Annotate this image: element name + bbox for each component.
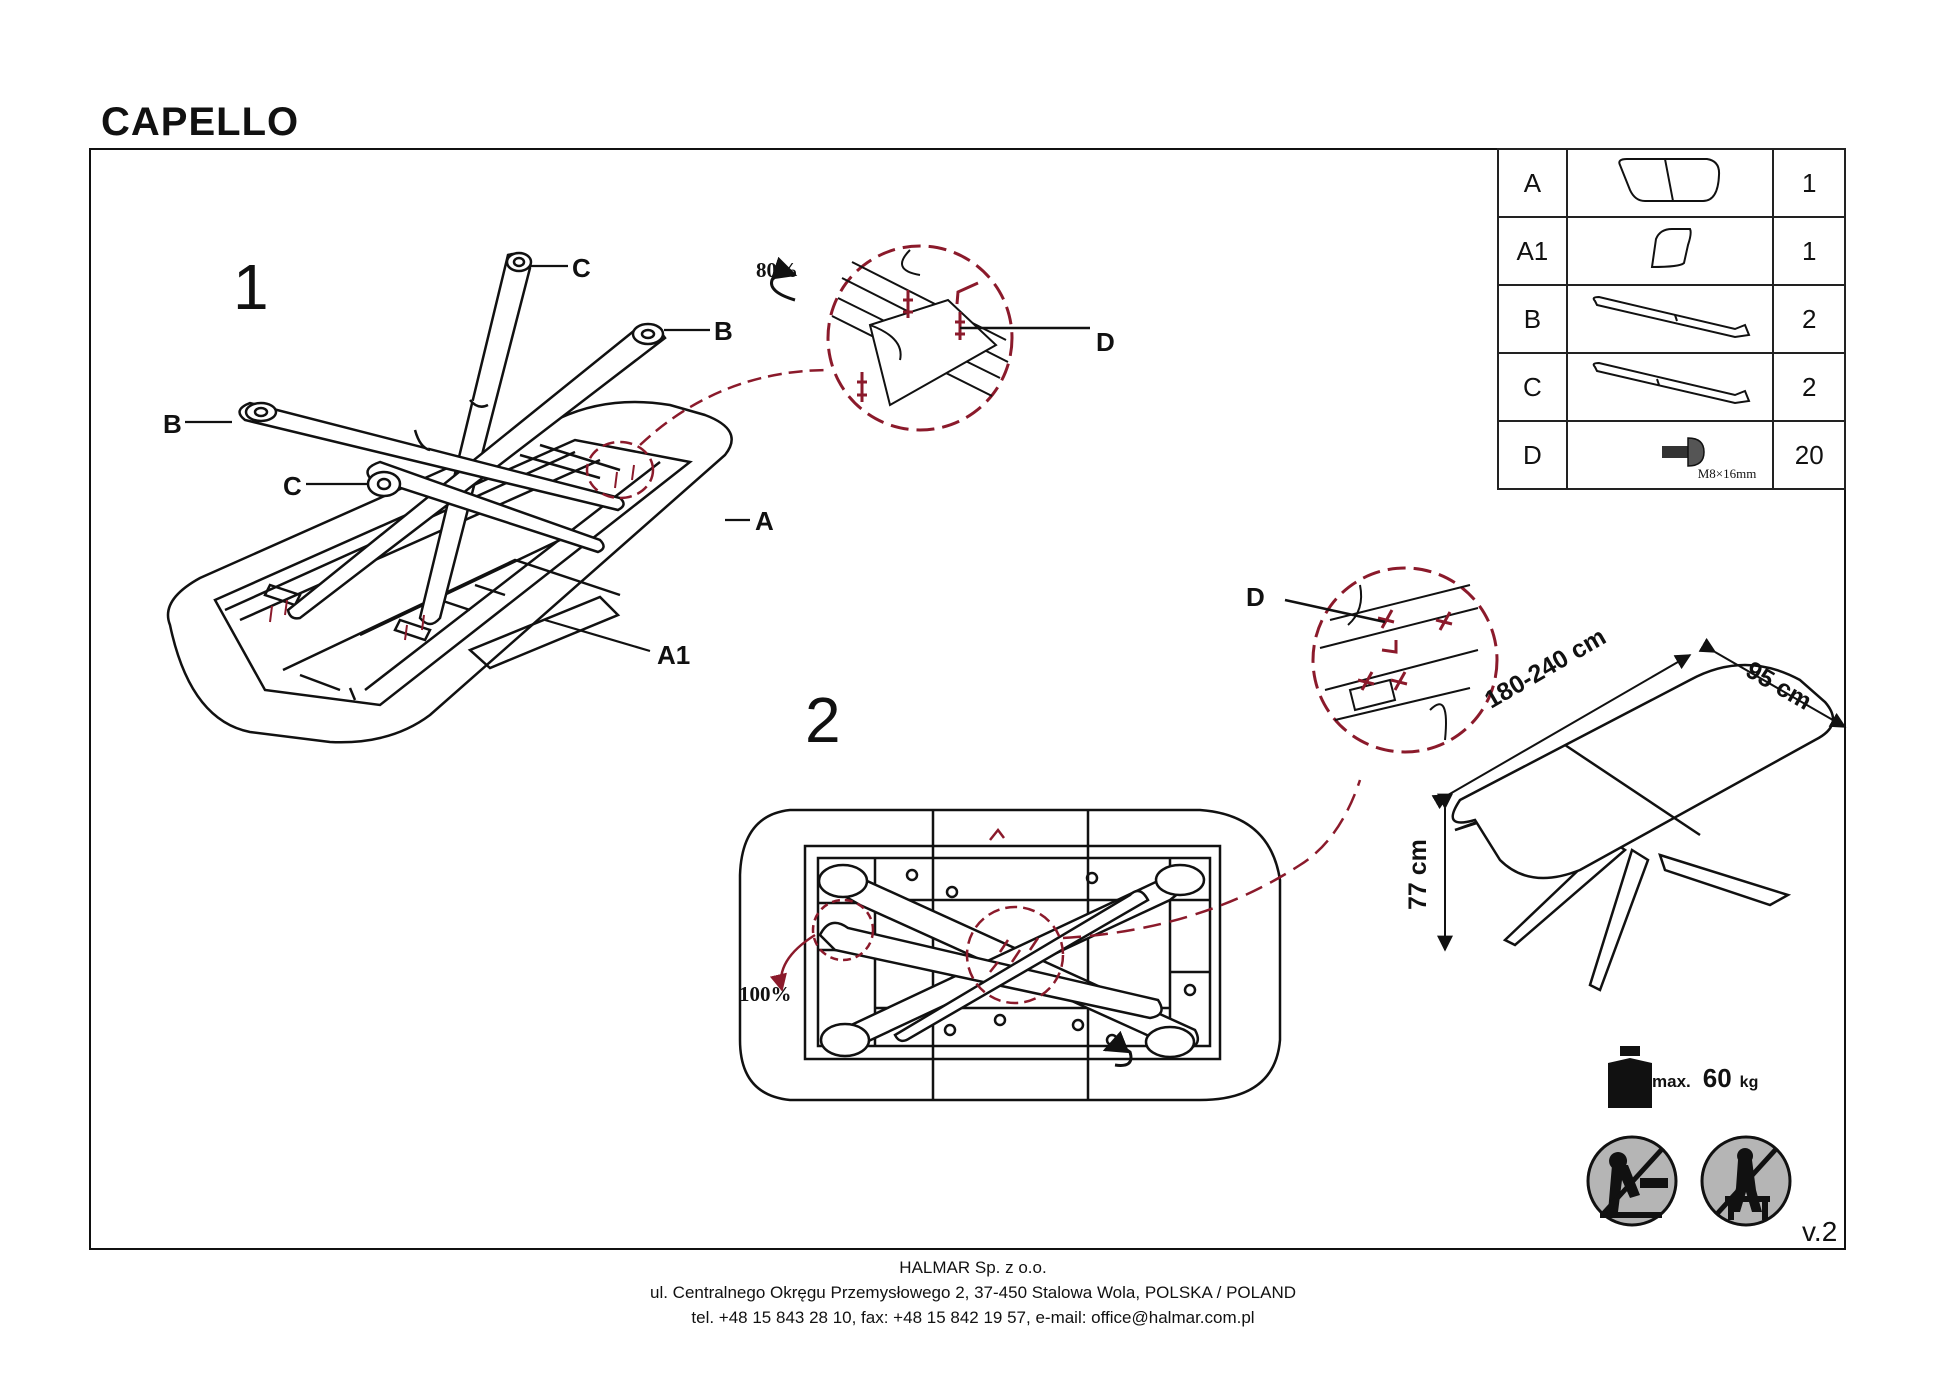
parts-list-table: A 1 A1 1 B 2 C 2 D M8×16mm 20	[1497, 148, 1846, 490]
dimension-table	[1451, 663, 1835, 992]
bolt-icon: M8×16mm	[1565, 420, 1775, 490]
dimension-height: 77 cm	[1404, 839, 1432, 910]
callout-d-step2: D	[1246, 582, 1265, 612]
part-id: D	[1497, 420, 1568, 490]
part-quantity: 1	[1772, 216, 1846, 286]
callout-b-left: B	[163, 409, 182, 439]
footer-address: ul. Centralnego Okręgu Przemysłowego 2, …	[649, 1283, 1296, 1302]
step2-detail-link	[1062, 779, 1362, 940]
parts-row: D M8×16mm 20	[1497, 420, 1846, 490]
step-number-1: 1	[233, 251, 269, 323]
callout-a: A	[755, 506, 774, 536]
max-load-value: 60	[1702, 1063, 1732, 1093]
step1-legs	[238, 251, 667, 626]
bolt-spec: M8×16mm	[1697, 466, 1757, 481]
weight-icon	[1608, 1046, 1652, 1108]
part-id: C	[1497, 352, 1568, 422]
footer-contact: tel. +48 15 843 28 10, fax: +48 15 842 1…	[691, 1308, 1255, 1327]
parts-row: C 2	[1497, 352, 1846, 422]
callout-c-left: C	[283, 471, 302, 501]
part-quantity: 2	[1772, 284, 1846, 354]
step1-detail-target	[585, 440, 655, 500]
rotation-80-percent: 80%	[756, 258, 798, 282]
parts-row: A1 1	[1497, 216, 1846, 286]
page-title: CAPELLO	[101, 100, 300, 144]
part-id: A1	[1497, 216, 1568, 286]
step1-leader-lines	[185, 264, 750, 653]
callout-a1: A1	[657, 640, 691, 670]
step1-detail-link	[639, 368, 831, 446]
part-id: B	[1497, 284, 1568, 354]
part-quantity: 1	[1772, 148, 1846, 218]
max-load: max. 60 kg	[1652, 1063, 1758, 1094]
step1-bolts	[269, 464, 635, 641]
step2-leg-target	[811, 898, 875, 962]
part-quantity: 2	[1772, 352, 1846, 422]
version-label: v.2	[1802, 1216, 1838, 1247]
rotation-100-percent: 100%	[739, 982, 792, 1006]
callout-b-top: B	[714, 316, 733, 346]
no-sitting-warning-icon	[1700, 1135, 1792, 1227]
callout-d-step1: D	[1096, 327, 1115, 357]
rotate-arrow-icon-step1	[770, 256, 798, 302]
rotate-arrow-icon-step2	[1102, 1030, 1133, 1067]
leg-icon	[1565, 284, 1775, 354]
leg-icon	[1565, 352, 1775, 422]
footer-company: HALMAR Sp. z o.o.	[899, 1258, 1047, 1277]
step2-detail-circle	[1284, 566, 1499, 754]
parts-row: B 2	[1497, 284, 1846, 354]
tabletop-icon	[1565, 148, 1775, 218]
no-standing-warning-icon	[1586, 1135, 1678, 1227]
parts-row: A 1	[1497, 148, 1846, 218]
part-id: A	[1497, 148, 1568, 218]
step1-detail-circle	[826, 244, 1090, 432]
max-load-unit: kg	[1739, 1074, 1759, 1091]
step2-legs	[817, 863, 1206, 1059]
step-number-2: 2	[805, 684, 841, 756]
extension-leaf-icon	[1565, 216, 1775, 286]
callout-c-top: C	[572, 253, 591, 283]
max-load-label: max.	[1652, 1072, 1691, 1091]
part-quantity: 20	[1772, 420, 1846, 490]
step2-detail-target	[965, 905, 1065, 1005]
dimension-arrows	[1431, 637, 1847, 952]
